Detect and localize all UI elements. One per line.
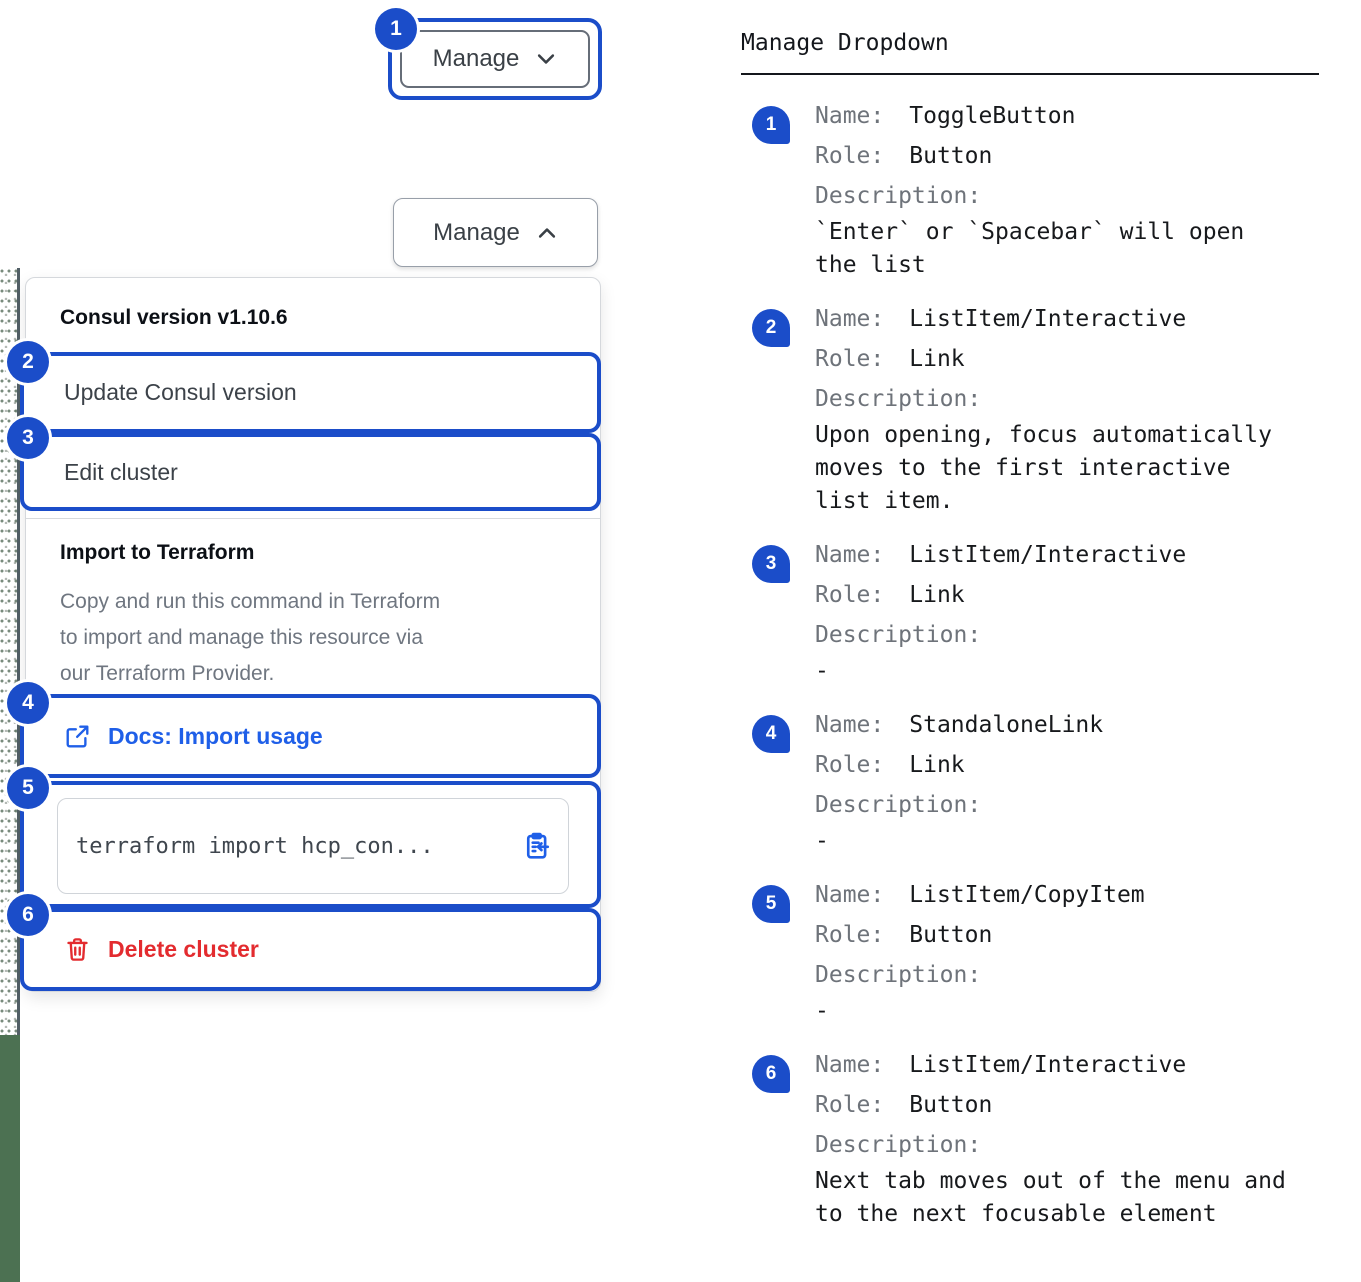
manage-toggle-button-collapsed[interactable]: Manage	[400, 30, 590, 88]
manage-button-label: Manage	[433, 218, 520, 246]
description-label: Description:	[815, 183, 982, 209]
role-value: Button	[909, 922, 993, 948]
description-value: Upon opening, focus automatically moves …	[815, 422, 1272, 514]
docs-import-usage-link[interactable]: Docs: Import usage	[24, 723, 597, 750]
name-label: Name:	[815, 712, 885, 738]
name-label: Name:	[815, 306, 885, 332]
name-value: ListItem/Interactive	[909, 542, 1187, 568]
annotation-badge-6: 6	[7, 894, 49, 936]
clipboard-copy-icon	[526, 832, 550, 859]
legend-item-3: 3 Name: ListItem/Interactive Role: Link De…	[741, 535, 1319, 688]
annotation-box-2: Update Consul version	[20, 352, 601, 433]
legend-badge-4: 4	[752, 715, 790, 753]
description-label: Description:	[815, 622, 982, 648]
role-value: Link	[909, 346, 965, 372]
role-value: Button	[909, 143, 993, 169]
manage-button-label: Manage	[432, 45, 520, 72]
description-label: Description:	[815, 962, 982, 988]
description-label: Description:	[815, 1132, 982, 1158]
description-value: -	[815, 828, 829, 854]
role-label: Role:	[815, 752, 885, 778]
annotation-badge-4: 4	[7, 682, 49, 724]
annotation-box-4: Docs: Import usage	[20, 694, 601, 778]
chevron-up-icon	[538, 227, 555, 238]
legend-item-5: 5 Name: ListItem/CopyItem Role: Button Des…	[741, 875, 1319, 1028]
role-value: Link	[909, 582, 965, 608]
legend-badge-3: 3	[752, 545, 790, 583]
legend-title: Manage Dropdown	[741, 30, 949, 56]
name-value: ListItem/Interactive	[909, 1052, 1187, 1078]
legend-badge-1: 1	[752, 106, 790, 144]
description-value: -	[815, 658, 829, 684]
legend-item-6: 6 Name:ListItem/Interactive Role:Button …	[741, 1045, 1319, 1231]
annotation-box-3: Edit cluster	[20, 433, 601, 511]
annotation-box-5: terraform import hcp_con...	[20, 781, 601, 908]
menu-item-edit-cluster[interactable]: Edit cluster	[64, 458, 178, 485]
annotation-badge-3: 3	[7, 417, 49, 459]
left-edge-artifact	[0, 268, 20, 1035]
legend-item-4: 4 Name: StandaloneLink Role: Link Descript…	[741, 705, 1319, 858]
docs-link-label: Docs: Import usage	[108, 722, 323, 749]
role-value: Link	[909, 752, 965, 778]
copy-command-button[interactable]	[522, 831, 552, 861]
name-value: ListItem/Interactive	[909, 306, 1187, 332]
role-value: Button	[909, 1092, 993, 1118]
name-label: Name:	[815, 882, 885, 908]
role-label: Role:	[815, 143, 885, 169]
name-value: ListItem/CopyItem	[909, 882, 1145, 908]
menu-item-delete-cluster[interactable]: Delete cluster	[24, 936, 597, 963]
role-label: Role:	[815, 346, 885, 372]
legend-badge-5: 5	[752, 885, 790, 923]
role-label: Role:	[815, 582, 885, 608]
name-label: Name:	[815, 542, 885, 568]
role-label: Role:	[815, 1092, 885, 1118]
name-label: Name:	[815, 1052, 885, 1078]
legend-item-1: 1 Name: ToggleButton Role: Button Descript…	[741, 96, 1319, 282]
annotation-badge-1: 1	[375, 8, 417, 50]
name-value: ToggleButton	[909, 103, 1076, 129]
left-edge-bar	[0, 1035, 20, 1282]
chevron-down-icon	[538, 54, 555, 64]
name-label: Name:	[815, 103, 885, 129]
terraform-command-text: terraform import hcp_con...	[76, 833, 434, 859]
description-label: Description:	[815, 792, 982, 818]
import-terraform-header: Import to Terraform	[60, 541, 255, 564]
name-value: StandaloneLink	[909, 712, 1104, 738]
import-terraform-description: Copy and run this command in Terraform t…	[60, 590, 441, 685]
description-value: -	[815, 998, 829, 1024]
legend-badge-2: 2	[752, 309, 790, 347]
menu-item-update-consul-version[interactable]: Update Consul version	[64, 379, 297, 405]
consul-version-header: Consul version v1.10.6	[60, 306, 288, 329]
annotation-box-6: Delete cluster	[20, 908, 601, 991]
description-label: Description:	[815, 386, 982, 412]
role-label: Role:	[815, 922, 885, 948]
legend-item-2: 2 Name: ListItem/Interactive Role: Link De…	[741, 299, 1319, 518]
manage-toggle-button-expanded[interactable]: Manage	[393, 198, 598, 267]
description-value: `Enter` or `Spacebar` will open the list	[815, 219, 1245, 278]
menu-divider	[26, 518, 600, 519]
external-link-icon	[66, 725, 89, 747]
legend-panel: Manage Dropdown 1 Name: ToggleButton Role…	[741, 30, 1319, 1248]
legend-rule	[741, 73, 1319, 75]
delete-cluster-label: Delete cluster	[108, 936, 259, 962]
annotation-ring-1: Manage	[388, 18, 602, 100]
annotation-badge-5: 5	[7, 767, 49, 809]
trash-icon	[67, 938, 88, 961]
terraform-command-field[interactable]: terraform import hcp_con...	[57, 798, 569, 894]
annotation-badge-2: 2	[7, 341, 49, 383]
legend-badge-6: 6	[752, 1055, 790, 1093]
description-value: Next tab moves out of the menu and to th…	[815, 1168, 1286, 1227]
